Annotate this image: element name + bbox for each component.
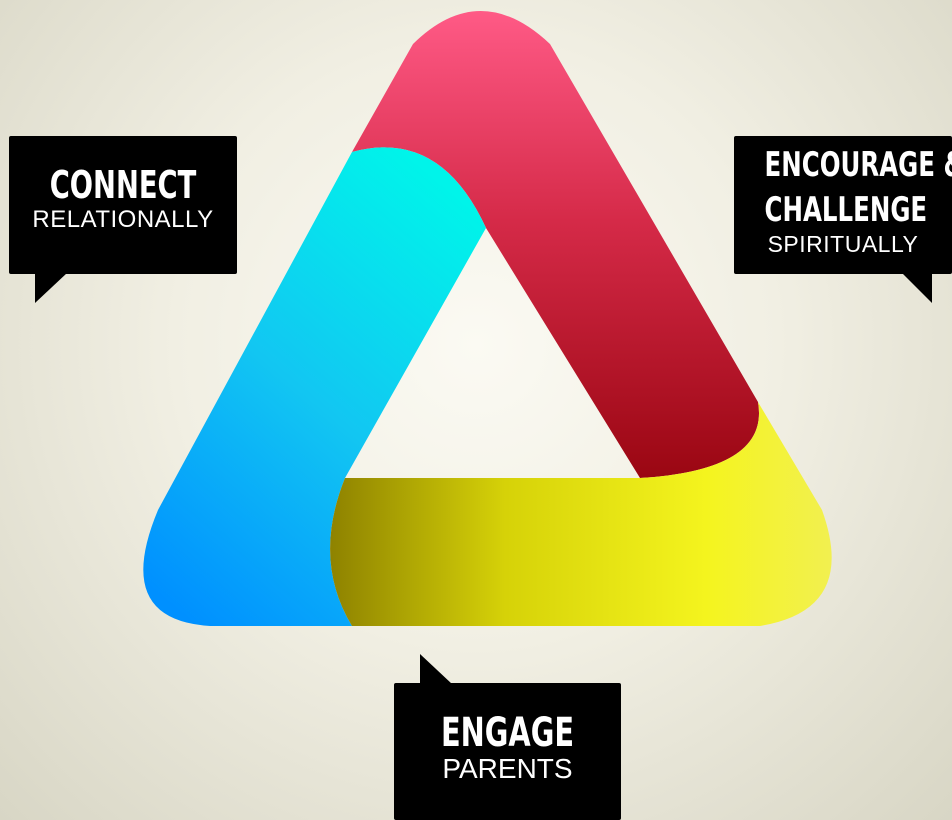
engage-title: ENGAGE: [440, 710, 575, 756]
yellow-band: [330, 402, 832, 626]
callout-encourage: ENCOURAGE & CHALLENGE SPIRITUALLY: [734, 136, 952, 274]
callout-encourage-tail: [902, 273, 932, 303]
engage-subtitle: PARENTS: [442, 753, 573, 784]
connect-title: CONNECT: [49, 163, 197, 207]
connect-subtitle: RELATIONALLY: [32, 206, 214, 233]
red-band: [352, 11, 760, 478]
encourage-title-line1: ENCOURAGE &: [764, 145, 952, 185]
callout-engage: ENGAGE PARENTS: [394, 683, 621, 820]
encourage-title-line2: CHALLENGE: [764, 190, 928, 231]
encourage-subtitle: SPIRITUALLY: [767, 230, 919, 257]
callout-connect: CONNECT RELATIONALLY: [9, 136, 237, 274]
callout-connect-tail: [35, 273, 67, 303]
callout-engage-tail: [420, 654, 452, 684]
cyan-band: [143, 147, 486, 626]
